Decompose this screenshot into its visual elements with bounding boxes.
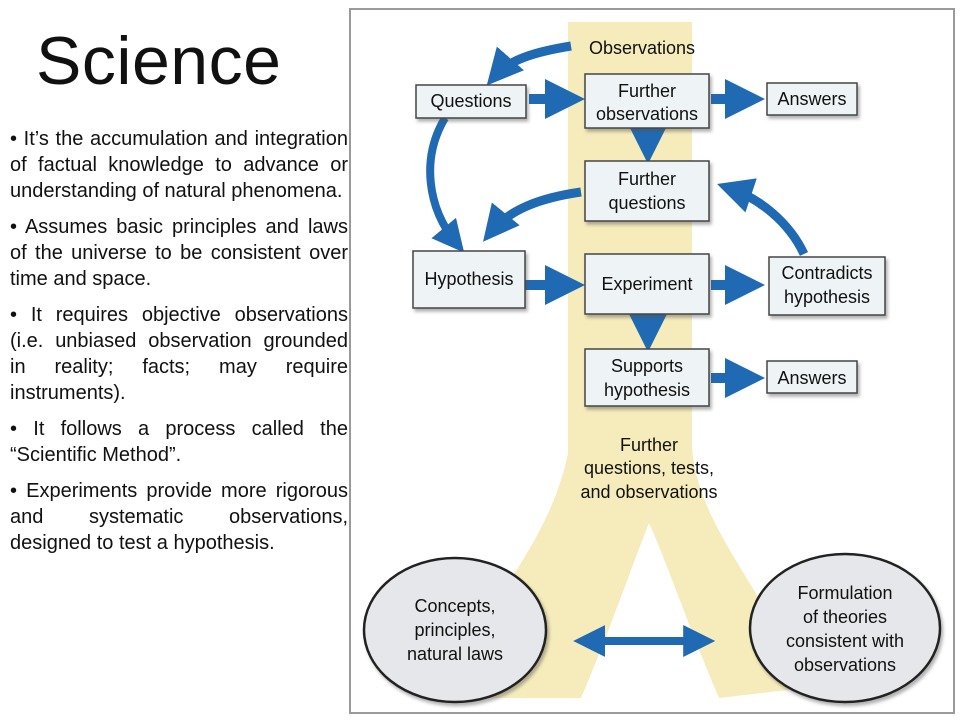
arrow-observations-to-questions — [486, 41, 572, 86]
supports-label-1: Supports — [611, 356, 683, 376]
hypothesis-label: Hypothesis — [424, 269, 513, 289]
bullet-item: • It’s the accumulation and integration … — [10, 128, 348, 202]
experiment-label: Experiment — [601, 274, 692, 294]
questions-box: Questions — [415, 84, 527, 119]
concepts-label-1: Concepts, — [414, 596, 495, 616]
further-tests-label-1: Further — [620, 435, 678, 455]
concepts-ellipse: Concepts, principles, natural laws — [362, 556, 548, 704]
answers-bottom-label: Answers — [777, 368, 846, 388]
theories-label-4: observations — [794, 655, 896, 675]
arrow-contradicts-to-further-questions — [717, 178, 809, 256]
theories-label-3: consistent with — [786, 631, 904, 651]
contradicts-label-2: hypothesis — [784, 287, 870, 307]
observations-label: Observations — [589, 38, 695, 58]
bullet-item: • It requires objective observations (i.… — [10, 304, 348, 404]
scientific-method-diagram: Questions Further observations Answers F… — [349, 8, 955, 714]
bullet-item: • Experiments provide more rigorous and … — [10, 480, 348, 554]
bullet-item: • It follows a process called the “Scien… — [10, 418, 348, 466]
supports-hypothesis-box: Supports hypothesis — [584, 348, 710, 407]
concepts-label-3: natural laws — [407, 644, 503, 664]
further-questions-label-1: Further — [618, 169, 676, 189]
bullet-item: • Assumes basic principles and laws of t… — [10, 216, 348, 290]
further-tests-label-2: questions, tests, — [584, 458, 714, 478]
answers-bottom-box: Answers — [766, 360, 858, 394]
theories-label-1: Formulation — [797, 583, 892, 603]
further-questions-label-2: questions — [608, 193, 685, 213]
questions-label: Questions — [430, 91, 511, 111]
further-observations-label-2: observations — [596, 104, 698, 124]
further-observations-box: Further observations — [584, 73, 710, 129]
concepts-label-2: principles, — [414, 620, 495, 640]
theories-ellipse: Formulation of theories consistent with … — [748, 552, 942, 704]
slide-title: Science — [36, 23, 282, 99]
arrow-further-questions-to-hypothesis — [483, 187, 582, 242]
theories-label-2: of theories — [803, 607, 887, 627]
experiment-box: Experiment — [584, 253, 710, 315]
arrow-questions-to-hypothesis — [426, 115, 465, 253]
supports-label-2: hypothesis — [604, 380, 690, 400]
answers-top-label: Answers — [777, 89, 846, 109]
answers-top-box: Answers — [766, 82, 858, 116]
further-observations-label-1: Further — [618, 81, 676, 101]
further-tests-label-3: and observations — [580, 482, 717, 502]
contradicts-label-1: Contradicts — [781, 263, 872, 283]
hypothesis-box: Hypothesis — [412, 250, 526, 309]
bullet-list: • It’s the accumulation and integration … — [10, 126, 348, 566]
flow-arrows — [426, 41, 809, 657]
further-questions-box: Further questions — [584, 160, 710, 222]
contradicts-hypothesis-box: Contradicts hypothesis — [768, 256, 886, 316]
